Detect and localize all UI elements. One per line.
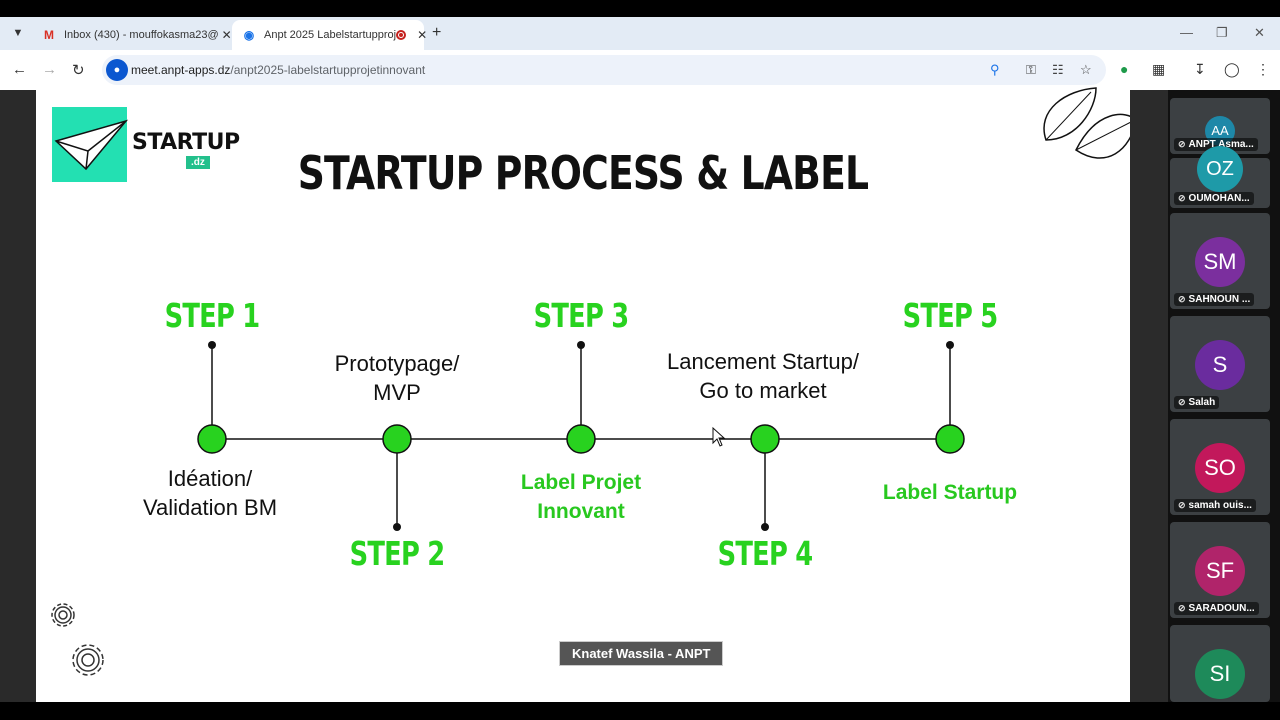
mic-off-icon: ⊘ bbox=[1178, 193, 1186, 203]
participant-name: ⊘SAHNOUN ... bbox=[1174, 293, 1255, 306]
address-bar[interactable]: ● meet.anpt-apps.dz/anpt2025-labelstartu… bbox=[102, 55, 1106, 85]
window-close-icon[interactable]: ✕ bbox=[1254, 25, 1265, 40]
participant-tile[interactable]: S ⊘Salah bbox=[1170, 316, 1270, 412]
recording-icon bbox=[396, 30, 407, 40]
participant-tile[interactable]: SF ⊘SARADOUN... bbox=[1170, 522, 1270, 618]
close-icon[interactable]: ✕ bbox=[417, 28, 428, 42]
avatar: S bbox=[1195, 340, 1245, 390]
mouse-cursor-icon bbox=[712, 426, 726, 447]
connector-end-step-5 bbox=[946, 341, 954, 349]
meet-icon: ◉ bbox=[243, 28, 255, 42]
avatar: SM bbox=[1195, 237, 1245, 287]
key-icon[interactable]: ⚿ bbox=[1026, 62, 1036, 77]
step-2-label: STEP 2 bbox=[349, 534, 446, 573]
speaker-name-label: Knatef Wassila - ANPT bbox=[559, 641, 724, 666]
step-1-caption: Idéation/ Validation BM bbox=[142, 466, 278, 520]
tab-meet[interactable]: ◉ Anpt 2025 Labelstartupproj ✕ bbox=[232, 20, 427, 50]
participant-tile[interactable]: SI bbox=[1170, 625, 1270, 702]
tab-gmail[interactable]: M Inbox (430) - mouffokasma23@ ✕ bbox=[32, 20, 232, 50]
presentation-slide: STARTUP .dz STARTUP PROCESS & LABEL bbox=[36, 87, 1137, 702]
tab-label: Anpt 2025 Labelstartupproj bbox=[264, 29, 397, 41]
forward-icon[interactable]: → bbox=[42, 61, 57, 78]
right-strip bbox=[1130, 90, 1168, 702]
mic-off-icon: ⊘ bbox=[1178, 603, 1186, 613]
gmail-icon: M bbox=[44, 28, 54, 42]
gear-icon bbox=[51, 603, 75, 627]
browser-toolbar: ← → ↻ ● meet.anpt-apps.dz/anpt2025-label… bbox=[0, 50, 1280, 90]
mic-off-icon: ⊘ bbox=[1178, 500, 1186, 510]
participant-tile[interactable]: SM ⊘SAHNOUN ... bbox=[1170, 213, 1270, 309]
cast-icon[interactable]: ⚲ bbox=[990, 62, 1000, 77]
bottom-border bbox=[0, 702, 1280, 720]
back-icon[interactable]: ← bbox=[12, 61, 27, 78]
participant-name: ⊘ANPT Asma... bbox=[1174, 138, 1258, 151]
paper-plane-icon bbox=[54, 119, 129, 171]
participant-tile[interactable]: SO ⊘samah ouis... bbox=[1170, 419, 1270, 515]
slide-title: STARTUP PROCESS & LABEL bbox=[297, 146, 869, 200]
node-step-3 bbox=[566, 424, 596, 454]
connector-end-step-1 bbox=[208, 341, 216, 349]
extensions-icon[interactable]: ▦ bbox=[1152, 61, 1166, 77]
gear-icon bbox=[72, 644, 104, 676]
mic-off-icon: ⊘ bbox=[1178, 294, 1186, 304]
tab-label: Inbox (430) - mouffokasma23@ bbox=[64, 29, 219, 41]
connector-end-step-4 bbox=[761, 523, 769, 531]
translate-icon[interactable]: ☷ bbox=[1052, 62, 1064, 77]
step-2-caption: Prototypage/ MVP bbox=[334, 351, 460, 405]
top-border bbox=[0, 0, 1280, 17]
node-step-5 bbox=[935, 424, 965, 454]
minimize-icon[interactable]: — bbox=[1180, 25, 1193, 40]
step-4-caption: Lancement Startup/ Go to market bbox=[666, 349, 859, 403]
logo-text: STARTUP bbox=[132, 130, 240, 155]
download-icon[interactable]: ↧ bbox=[1194, 61, 1206, 77]
tab-bar: ▼ M Inbox (430) - mouffokasma23@ ✕ ◉ Anp… bbox=[0, 17, 1280, 50]
participant-tile[interactable]: AA ⊘ANPT Asma... bbox=[1170, 98, 1270, 154]
step-5-caption: Label Startup bbox=[882, 481, 1018, 504]
participants-panel[interactable]: AA ⊘ANPT Asma... OZ ⊘OUMOHAN... SM ⊘SAHN… bbox=[1168, 90, 1280, 702]
reload-icon[interactable]: ↻ bbox=[72, 62, 85, 79]
extension-grammar-icon[interactable]: ● bbox=[1120, 61, 1129, 77]
step-5-label: STEP 5 bbox=[902, 296, 999, 335]
profile-icon[interactable]: ◯ bbox=[1224, 61, 1240, 77]
participant-name: ⊘SARADOUN... bbox=[1174, 602, 1259, 615]
participant-name: ⊘OUMOHAN... bbox=[1174, 192, 1254, 205]
logo-mark bbox=[52, 107, 129, 182]
leaf-decoration-icon bbox=[1043, 87, 1137, 159]
step-4-label: STEP 4 bbox=[717, 534, 814, 573]
step-3-caption: Label Projet Innovant bbox=[520, 471, 642, 523]
avatar: SI bbox=[1195, 649, 1245, 699]
avatar: SO bbox=[1195, 443, 1245, 493]
new-tab-button[interactable]: + bbox=[432, 24, 442, 41]
restore-icon[interactable]: ❐ bbox=[1216, 25, 1228, 40]
participant-tile[interactable]: OZ ⊘OUMOHAN... bbox=[1170, 146, 1270, 208]
connector-end-step-2 bbox=[393, 523, 401, 531]
connector-end-step-3 bbox=[577, 341, 585, 349]
mic-off-icon: ⊘ bbox=[1178, 397, 1186, 407]
step-1-label: STEP 1 bbox=[164, 296, 261, 335]
mic-off-icon: ⊘ bbox=[1178, 139, 1186, 149]
avatar: SF bbox=[1195, 546, 1245, 596]
node-step-2 bbox=[382, 424, 412, 454]
star-icon[interactable]: ☆ bbox=[1080, 62, 1092, 77]
participant-name: ⊘Salah bbox=[1174, 396, 1220, 409]
meeting-area: STARTUP .dz STARTUP PROCESS & LABEL bbox=[0, 87, 1280, 702]
left-strip bbox=[0, 90, 36, 702]
tab-search-button[interactable]: ▼ bbox=[12, 27, 24, 39]
url-text[interactable]: meet.anpt-apps.dz/anpt2025-labelstartupp… bbox=[131, 63, 426, 77]
microphone-icon[interactable]: ● bbox=[106, 59, 128, 81]
node-step-4 bbox=[750, 424, 780, 454]
close-icon[interactable]: ✕ bbox=[221, 28, 232, 42]
step-3-label: STEP 3 bbox=[533, 296, 630, 335]
avatar: OZ bbox=[1197, 146, 1243, 192]
node-step-1 bbox=[197, 424, 227, 454]
timeline bbox=[197, 341, 965, 531]
logo-subtext: .dz bbox=[186, 156, 210, 169]
participant-name: ⊘samah ouis... bbox=[1174, 499, 1256, 512]
menu-icon[interactable]: ⋮ bbox=[1256, 61, 1270, 77]
